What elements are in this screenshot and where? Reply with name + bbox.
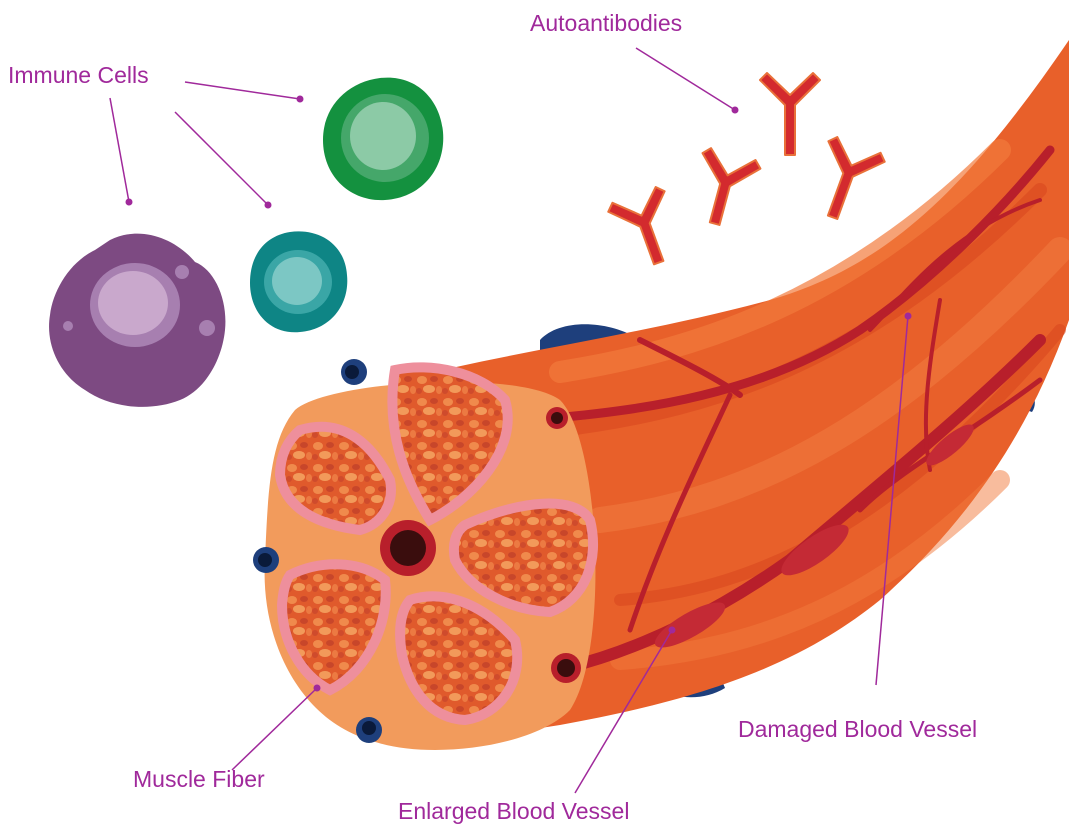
immune-cell-teal [250, 231, 347, 332]
antibody-3 [760, 73, 820, 155]
immune-cell-purple [49, 234, 225, 407]
muscle-cross-section [253, 359, 595, 750]
label-enlarged-blood-vessel: Enlarged Blood Vessel [398, 800, 629, 823]
label-muscle-fiber: Muscle Fiber [133, 768, 265, 791]
antibody-4 [804, 135, 887, 228]
antibody-1 [606, 185, 687, 273]
immune-cell-green [323, 78, 443, 201]
antibody-group [606, 73, 887, 273]
antibody-2 [686, 146, 763, 231]
label-damaged-blood-vessel: Damaged Blood Vessel [738, 718, 977, 741]
label-autoantibodies: Autoantibodies [530, 12, 682, 35]
label-immune-cells: Immune Cells [8, 64, 149, 87]
